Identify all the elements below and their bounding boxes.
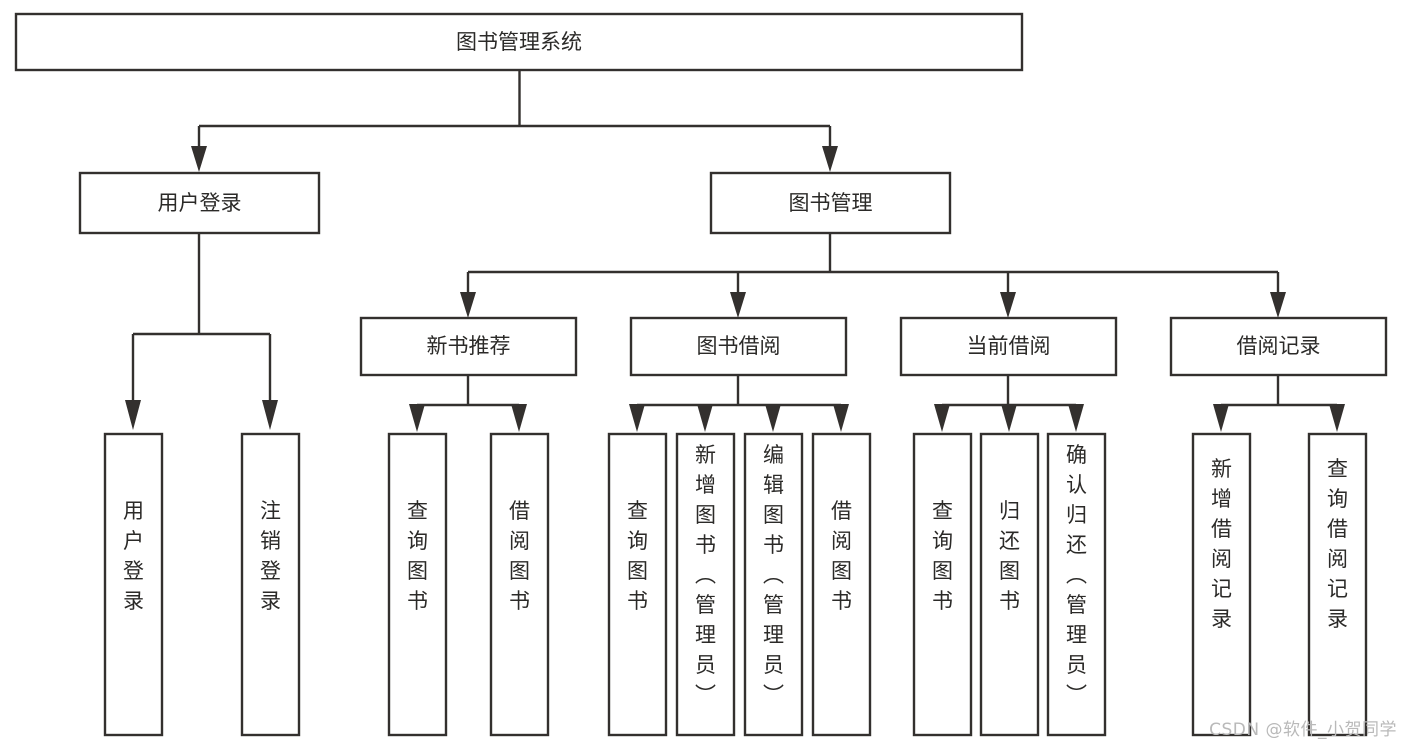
node-root[interactable]: 图书管理系统 [14, 12, 1024, 72]
edge-group-newbook-to-leaves [409, 375, 527, 432]
node-leaf-edit-book-box[interactable] [743, 432, 804, 737]
arrow-leaf-add-book-icon [697, 404, 713, 432]
arrow-leaf-query-book-2-icon [629, 404, 645, 432]
node-book-manage-box[interactable] [709, 171, 952, 235]
node-leaf-confirm-return[interactable]: 确认归还︵管理员︶ [1046, 432, 1107, 737]
edge-group-bookmanage-to-level3 [460, 233, 1286, 318]
arrow-to-book-borrow-icon [730, 292, 746, 318]
node-leaf-borrow-book-2[interactable]: 借阅图书 [811, 432, 872, 737]
node-book-borrow[interactable]: 图书借阅 [629, 316, 848, 377]
node-book-manage-label: 图书管理 [789, 191, 873, 215]
arrow-leaf-user-logout-icon [262, 400, 278, 430]
node-leaf-return-book-label: 归还图书 [999, 499, 1020, 613]
node-leaf-add-record-label: 新增借阅记录 [1211, 457, 1232, 631]
node-leaf-borrow-book-1[interactable]: 借阅图书 [489, 432, 550, 737]
edge-group-currentborrow-to-leaves [934, 375, 1084, 432]
node-leaf-borrow-book-1-label: 借阅图书 [509, 499, 530, 613]
node-leaf-user-login-label: 用户登录 [123, 499, 144, 613]
node-leaf-add-record[interactable]: 新增借阅记录 [1191, 432, 1252, 737]
arrow-leaf-query-book-3-icon [934, 404, 950, 432]
node-leaf-query-book-3-box[interactable] [912, 432, 973, 737]
node-new-book-recommend-label: 新书推荐 [427, 334, 511, 358]
node-leaf-user-login[interactable]: 用户登录 [103, 432, 164, 737]
node-leaf-query-book-2-box[interactable] [607, 432, 668, 737]
arrow-leaf-user-login-icon [125, 400, 141, 430]
node-borrow-record-box[interactable] [1169, 316, 1388, 377]
node-leaf-add-book-label: 新增图书︵管理员︶ [695, 443, 716, 707]
node-leaf-query-book-1-label: 查询图书 [407, 499, 428, 613]
arrow-leaf-borrow-book-2-icon [833, 404, 849, 432]
node-book-borrow-box[interactable] [629, 316, 848, 377]
node-leaf-query-book-2[interactable]: 查询图书 [607, 432, 668, 737]
node-current-borrow-box[interactable] [899, 316, 1118, 377]
node-leaf-add-book[interactable]: 新增图书︵管理员︶ [675, 432, 736, 737]
node-user-login-box[interactable] [78, 171, 321, 235]
node-leaf-confirm-return-box[interactable] [1046, 432, 1107, 737]
node-leaf-query-book-1-box[interactable] [387, 432, 448, 737]
node-leaf-query-book-2-label: 查询图书 [627, 499, 648, 613]
node-leaf-user-logout-label: 注销登录 [260, 499, 281, 613]
node-root-label: 图书管理系统 [456, 30, 582, 54]
node-user-login-label: 用户登录 [158, 191, 242, 215]
node-borrow-record[interactable]: 借阅记录 [1169, 316, 1388, 377]
arrow-leaf-borrow-book-1-icon [511, 404, 527, 432]
arrow-to-new-book-recommend-icon [460, 292, 476, 318]
node-leaf-borrow-book-2-box[interactable] [811, 432, 872, 737]
arrow-leaf-edit-book-icon [765, 404, 781, 432]
node-leaf-query-record-box[interactable] [1307, 432, 1368, 737]
node-leaf-query-record[interactable]: 查询借阅记录 [1307, 432, 1368, 737]
node-leaf-return-book-box[interactable] [979, 432, 1040, 737]
node-new-book-recommend[interactable]: 新书推荐 [359, 316, 578, 377]
arrow-to-borrow-record-icon [1270, 292, 1286, 318]
node-current-borrow-label: 当前借阅 [967, 334, 1051, 358]
node-leaf-query-book-3[interactable]: 查询图书 [912, 432, 973, 737]
edge-group-bookborrow-to-leaves [629, 375, 849, 432]
edge-group-root-to-level2 [191, 70, 838, 172]
arrow-to-user-login-icon [191, 146, 207, 172]
arrow-to-book-manage-icon [822, 146, 838, 172]
node-leaf-borrow-book-1-box[interactable] [489, 432, 550, 737]
node-leaf-user-logout-box[interactable] [240, 432, 301, 737]
node-leaf-edit-book[interactable]: 编辑图书︵管理员︶ [743, 432, 804, 737]
node-borrow-record-label: 借阅记录 [1237, 334, 1321, 358]
arrow-leaf-add-record-icon [1213, 404, 1229, 432]
arrow-leaf-query-book-1-icon [409, 404, 425, 432]
node-leaf-query-book-1[interactable]: 查询图书 [387, 432, 448, 737]
node-leaf-return-book[interactable]: 归还图书 [979, 432, 1040, 737]
node-leaf-add-record-box[interactable] [1191, 432, 1252, 737]
edge-group-userlogin-to-leaves [125, 233, 278, 430]
node-book-manage[interactable]: 图书管理 [709, 171, 952, 235]
arrow-to-current-borrow-icon [1000, 292, 1016, 318]
arrow-leaf-return-book-icon [1001, 404, 1017, 432]
node-leaf-confirm-return-label: 确认归还︵管理员︶ [1066, 443, 1087, 707]
node-new-book-recommend-box[interactable] [359, 316, 578, 377]
node-root-box[interactable] [14, 12, 1024, 72]
node-leaf-query-record-label: 查询借阅记录 [1327, 457, 1348, 631]
node-leaf-query-book-3-label: 查询图书 [932, 499, 953, 613]
node-leaf-add-book-box[interactable] [675, 432, 736, 737]
arrow-leaf-confirm-return-icon [1068, 404, 1084, 432]
node-leaf-user-login-box[interactable] [103, 432, 164, 737]
node-leaf-borrow-book-2-label: 借阅图书 [831, 499, 852, 613]
edge-group-borrowrecord-to-leaves [1213, 375, 1345, 432]
node-book-borrow-label: 图书借阅 [697, 334, 781, 358]
node-current-borrow[interactable]: 当前借阅 [899, 316, 1118, 377]
node-leaf-user-logout[interactable]: 注销登录 [240, 432, 301, 737]
arrow-leaf-query-record-icon [1329, 404, 1345, 432]
node-leaf-edit-book-label: 编辑图书︵管理员︶ [763, 443, 784, 707]
node-user-login[interactable]: 用户登录 [78, 171, 321, 235]
